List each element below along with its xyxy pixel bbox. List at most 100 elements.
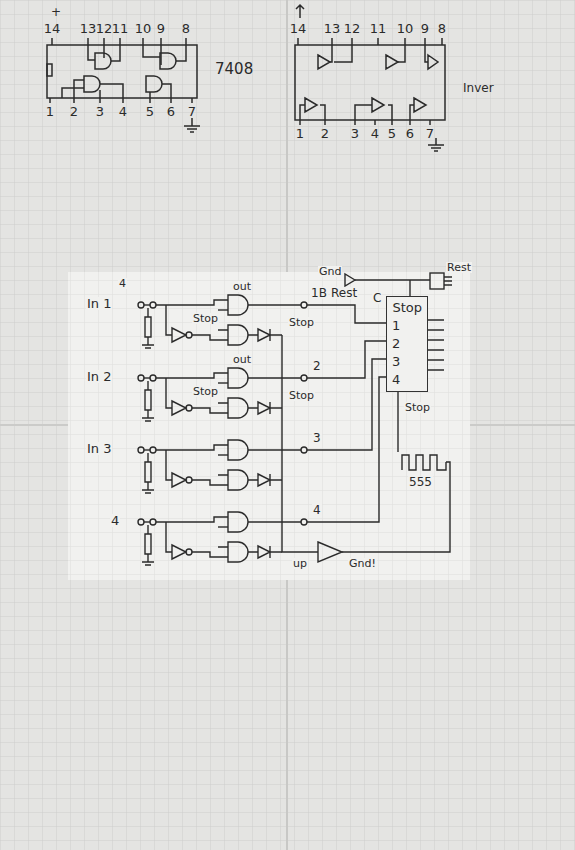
- signal-label: out: [232, 354, 252, 365]
- wire: [156, 373, 228, 378]
- signal-label: out: [232, 281, 252, 292]
- wire: [307, 377, 386, 522]
- pin-number: 8: [181, 22, 191, 35]
- wire: [248, 474, 282, 486]
- terminal: [301, 302, 307, 308]
- signal-label: Stop: [192, 386, 219, 397]
- wire: [218, 309, 228, 310]
- drawing-stroke: [300, 120, 430, 125]
- signal-label: 3: [312, 432, 322, 444]
- signal-label: up: [292, 558, 308, 569]
- wire: [228, 512, 248, 532]
- wire: [228, 325, 248, 345]
- signal-label: 4: [312, 504, 322, 516]
- signal-label: Rest: [330, 287, 358, 299]
- signal-label: +: [50, 6, 62, 18]
- signal-label: Gnd!: [348, 558, 377, 569]
- drawing-stroke: [88, 45, 186, 65]
- wire: [142, 453, 154, 493]
- terminal: [186, 405, 192, 411]
- wire: [192, 330, 228, 340]
- wire: [192, 475, 228, 485]
- input-name: 4: [110, 514, 120, 527]
- chip-pinouts: [47, 5, 445, 151]
- drawing-stroke: [342, 462, 450, 552]
- wire: [144, 449, 150, 450]
- drawing-stroke: [355, 280, 430, 296]
- drawing-stroke: [47, 64, 52, 76]
- drawing-stroke: [402, 455, 446, 470]
- pin-number: 9: [420, 22, 430, 35]
- pin-number: 1: [392, 317, 422, 335]
- wire: [248, 402, 282, 414]
- wire: [218, 526, 228, 527]
- chip-name: Inver: [462, 82, 495, 94]
- wire: [144, 521, 150, 522]
- pin-number: 9: [156, 22, 166, 35]
- terminal: [138, 375, 144, 381]
- wire: [144, 304, 150, 305]
- pin-number: 3: [350, 127, 360, 140]
- signal-label: Stop: [192, 313, 219, 324]
- drawing-stroke: [50, 98, 192, 103]
- pin-number: 4: [392, 371, 422, 389]
- pin-number: 5: [387, 127, 397, 140]
- pin-number: 1: [295, 127, 305, 140]
- terminal: [301, 519, 307, 525]
- terminal: [138, 519, 144, 525]
- pin-number: 10: [134, 22, 153, 35]
- signal-label: Rest: [446, 262, 472, 273]
- wire: [248, 329, 282, 341]
- signal-label: C: [372, 292, 382, 304]
- drawing-stroke: [430, 273, 444, 289]
- wire: [166, 522, 186, 559]
- wire: [218, 454, 228, 455]
- drawing-stroke: [47, 45, 197, 98]
- drawing-stroke: [318, 542, 342, 562]
- pin-number: 11: [111, 22, 130, 35]
- drawing-stroke: [298, 38, 442, 45]
- pin-number: 2: [320, 127, 330, 140]
- wire: [248, 546, 282, 558]
- pin-number: 2: [69, 105, 79, 118]
- drawing-stroke: [184, 118, 200, 132]
- wire: [166, 305, 186, 342]
- counter-chip: Stop1234: [386, 296, 428, 392]
- pin-number: 4: [370, 127, 380, 140]
- wire: [156, 517, 228, 522]
- wire: [218, 382, 228, 383]
- pin-number: 13: [79, 22, 98, 35]
- wire: [248, 521, 301, 522]
- terminal: [138, 302, 144, 308]
- signal-label: Gnd: [318, 266, 342, 277]
- terminal: [150, 302, 156, 308]
- pin-number: 11: [369, 22, 388, 35]
- drawing-stroke: [62, 80, 171, 98]
- pin-number: 12: [343, 22, 362, 35]
- pin-number: 6: [166, 105, 176, 118]
- wire: [248, 377, 301, 378]
- wire: [228, 542, 248, 562]
- terminal: [186, 332, 192, 338]
- signal-label: Stop: [404, 402, 431, 413]
- wire: [307, 359, 386, 450]
- terminal: [301, 447, 307, 453]
- timer-name: 555: [408, 476, 433, 488]
- pin-number: 8: [437, 22, 447, 35]
- input-name: In 1: [86, 297, 112, 310]
- drawing-stroke: [300, 45, 428, 120]
- pin-number: 5: [145, 105, 155, 118]
- pin-number: 2: [392, 335, 422, 353]
- pin-number: 3: [95, 105, 105, 118]
- input-name: In 3: [86, 442, 112, 455]
- pin-number: 13: [323, 22, 342, 35]
- pasted-grid: [68, 272, 470, 580]
- drawing-stroke: [296, 5, 304, 18]
- terminal: [186, 549, 192, 555]
- signal-label: 4: [118, 278, 127, 289]
- pin-number: 14: [43, 22, 62, 35]
- pin-number: 1: [45, 105, 55, 118]
- wire: [192, 547, 228, 557]
- drawing-stroke: [444, 277, 452, 285]
